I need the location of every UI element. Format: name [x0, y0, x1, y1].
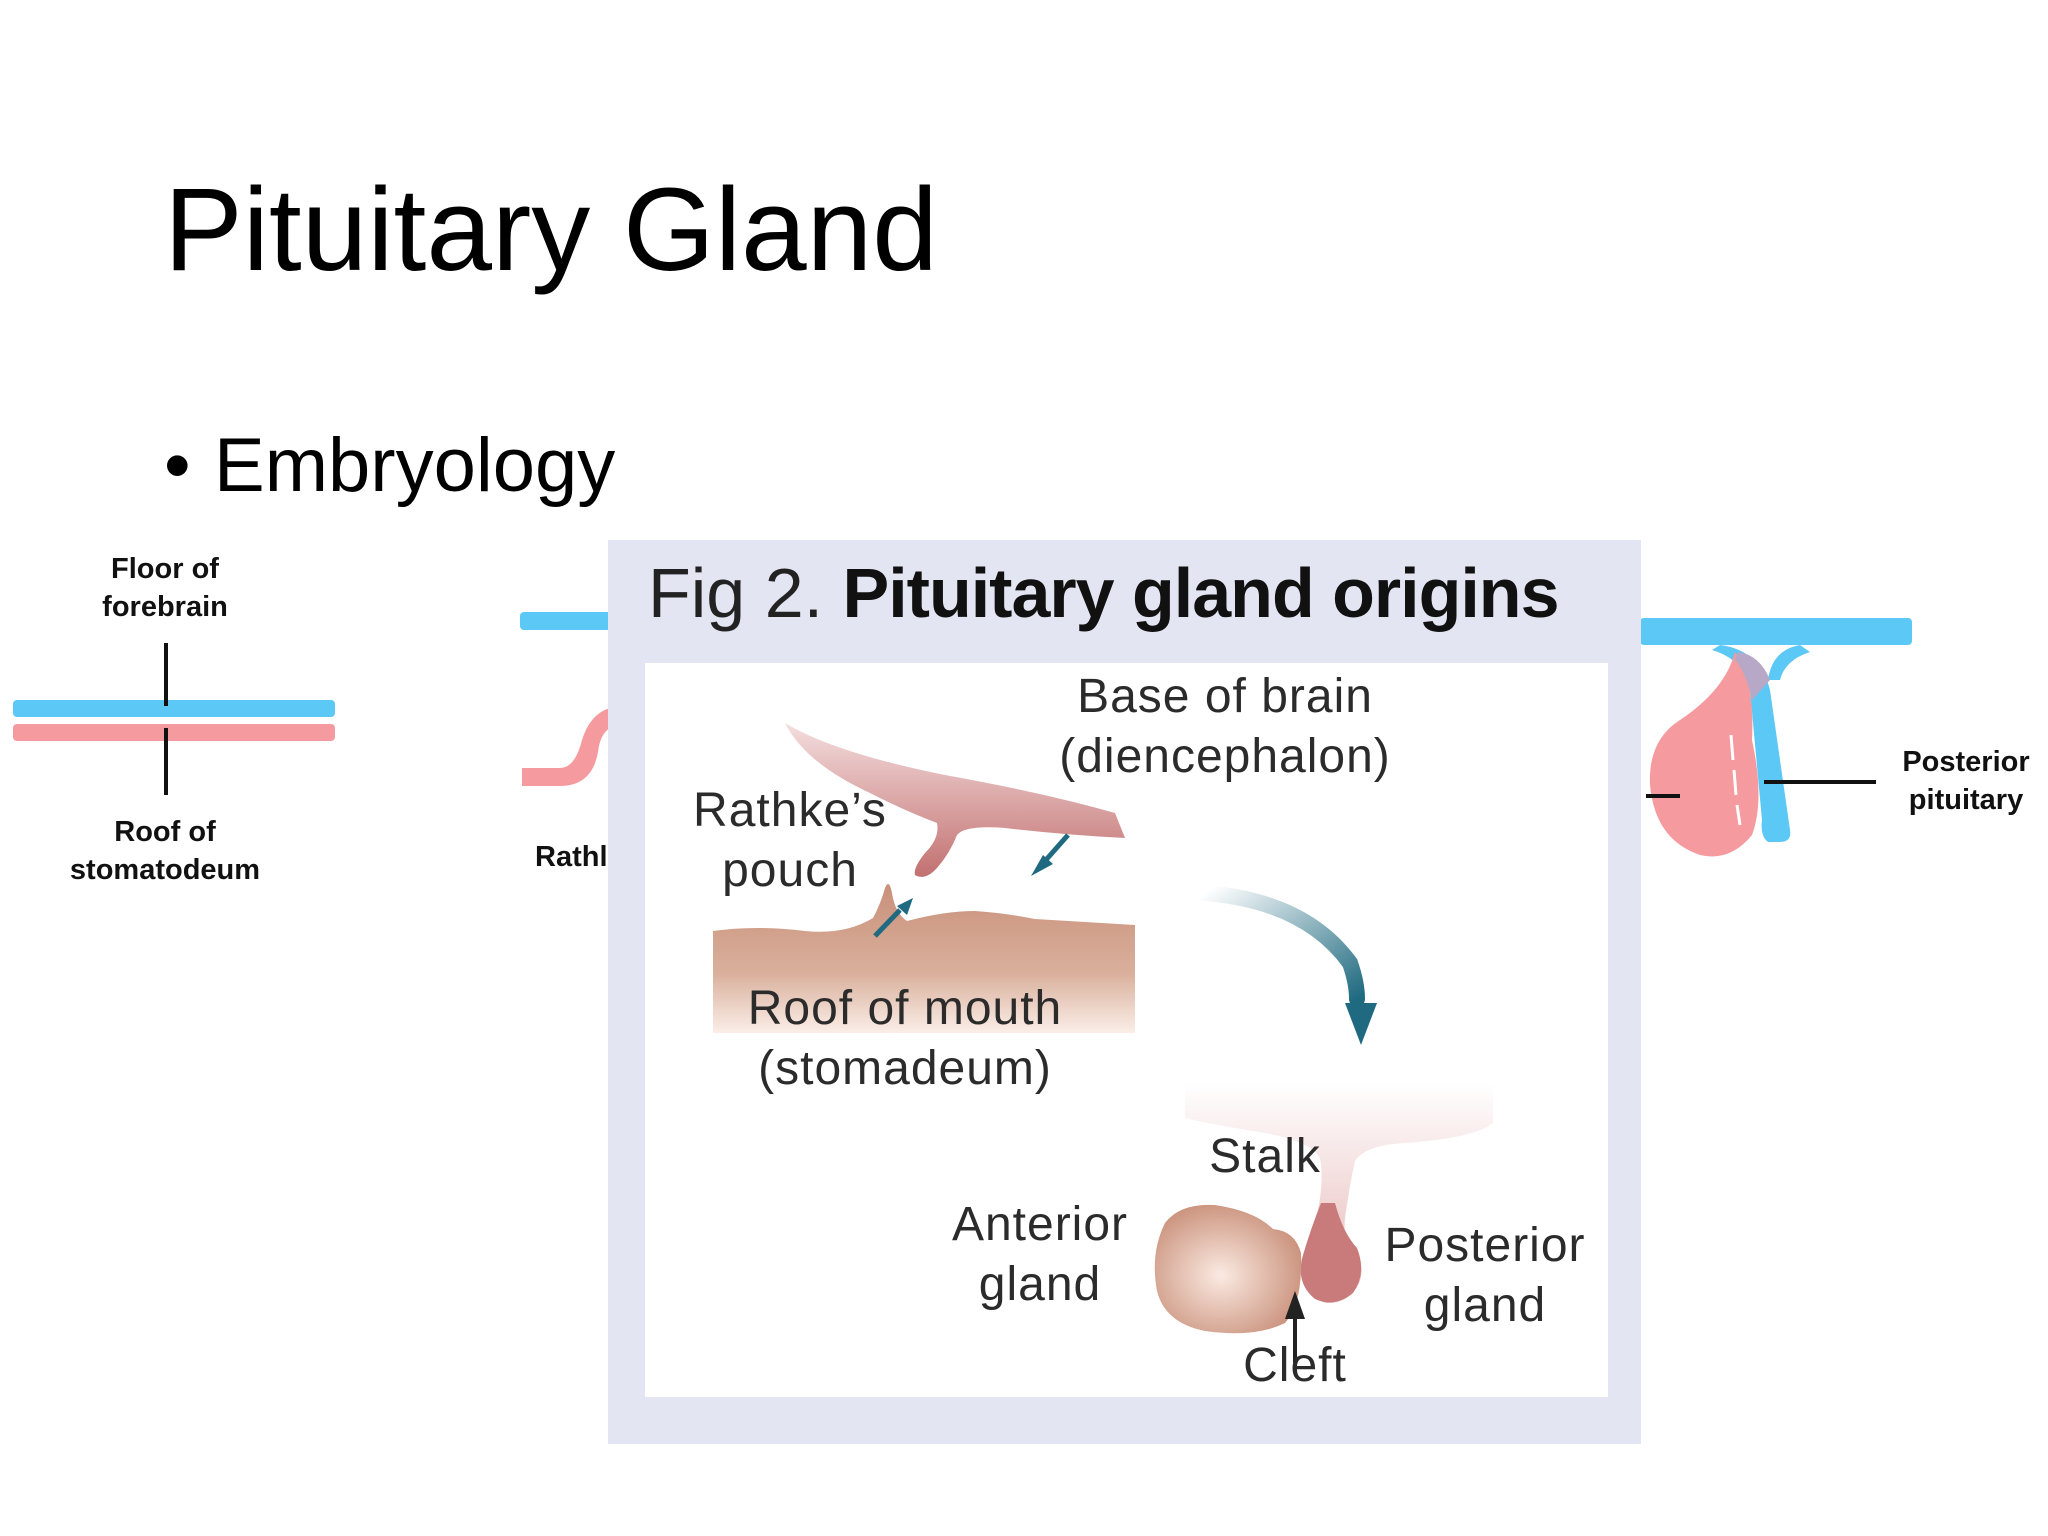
- right-dashed-cleft: [1729, 734, 1742, 826]
- figure-illustration: Base of brain (diencephalon) Rathke’s po…: [645, 663, 1608, 1397]
- right-blue-stalk-left: [1768, 645, 1810, 680]
- forebrain-layer: [13, 700, 335, 717]
- bullet-item: • Embryology: [164, 420, 615, 511]
- cleft-label: Cleft: [1243, 1339, 1347, 1392]
- slide-title: Pituitary Gland: [164, 164, 938, 296]
- bullet-text: Embryology: [214, 423, 616, 508]
- middle-pink-pouch: [522, 708, 610, 786]
- base-of-brain-label: Base of brain (diencephalon): [1059, 670, 1391, 783]
- posterior-gland-label: Posterior gland: [1384, 1219, 1586, 1332]
- curved-arrow-icon: [1197, 885, 1377, 1045]
- upper-tissue-band: [1185, 1083, 1493, 1303]
- figure-prefix: Fig 2.: [648, 554, 824, 632]
- down-arrow-icon: [1031, 833, 1070, 876]
- brain-base-tissue: [785, 723, 1125, 877]
- up-arrow-icon: [873, 898, 913, 938]
- posterior-pituitary-label: Posterior pituitary: [1902, 746, 2030, 816]
- bullet-symbol: •: [164, 423, 191, 508]
- stalk-label: Stalk: [1209, 1130, 1321, 1183]
- posterior-gland-shape: [1300, 1203, 1362, 1303]
- figure-panel: Fig 2. Pituitary gland origins: [608, 540, 1641, 1444]
- figure-title: Fig 2. Pituitary gland origins: [648, 548, 1559, 639]
- anterior-gland-label: Anterior gland: [951, 1198, 1129, 1311]
- right-blue-floor: [1640, 618, 1912, 645]
- middle-partial-label: Rathl: [535, 841, 608, 873]
- cleft-arrow-icon: [1285, 1291, 1305, 1363]
- origins-illustration: [713, 723, 1493, 1363]
- right-blue-stalk: [1712, 645, 1791, 842]
- stomatodeum-layer: [13, 724, 335, 741]
- right-pink-gland: [1649, 652, 1759, 857]
- middle-blue-layer: [520, 612, 620, 630]
- anterior-gland-shape: [1154, 1204, 1302, 1334]
- roof-of-mouth-label: Roof of mouth (stomadeum): [747, 982, 1063, 1095]
- rathkes-pouch-label: Rathke’s pouch: [693, 784, 887, 897]
- roof-of-mouth-tissue: [713, 884, 1135, 1033]
- right-overlap: [1735, 652, 1770, 700]
- floor-of-forebrain-label: Floor of forebrain: [102, 553, 228, 623]
- figure-heading: Pituitary gland origins: [842, 554, 1560, 632]
- roof-of-stomatodeum-label: Roof of stomatodeum: [69, 816, 261, 886]
